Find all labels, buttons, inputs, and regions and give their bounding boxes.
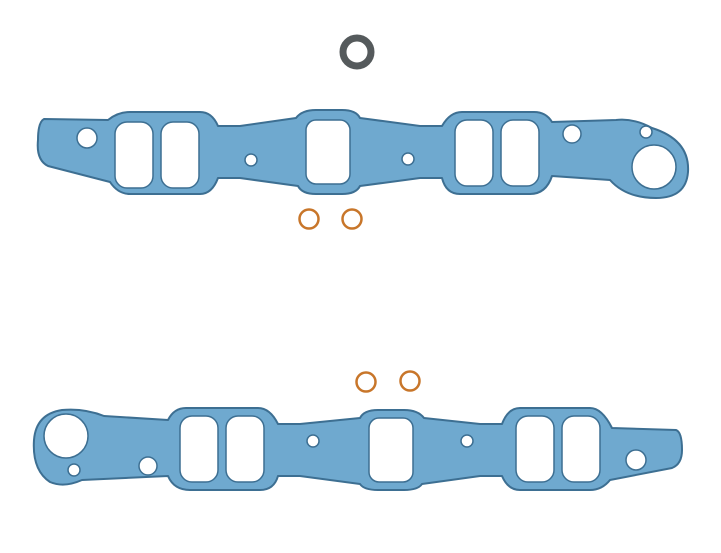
- bottom-manifold-gasket: [32, 407, 683, 491]
- copper-washers-bottom: [355, 370, 421, 393]
- o-ring: [339, 34, 375, 70]
- copper-washers-top: [298, 208, 363, 230]
- top-manifold-gasket: [36, 109, 690, 199]
